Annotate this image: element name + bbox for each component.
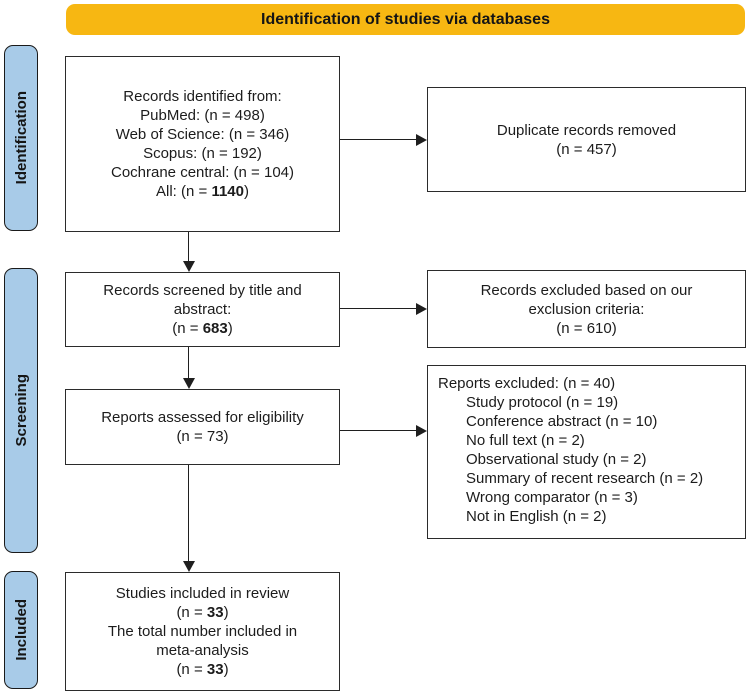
- text-line: (n = 33): [176, 603, 228, 622]
- text-line: Observational study (n = 2): [438, 450, 739, 469]
- box-reports-excluded: Reports excluded: (n = 40) Study protocol…: [427, 365, 746, 539]
- text-segment: Records excluded based on our: [480, 281, 693, 299]
- text-segment: 1140: [211, 183, 244, 200]
- arrow-line: [340, 430, 418, 431]
- text-segment: Cochrane central: (n = 104): [110, 164, 295, 181]
- text-line: Scopus: (n = 192): [143, 144, 262, 163]
- text-line: Wrong comparator (n = 3): [438, 488, 739, 507]
- text-segment: PubMed: (n = 498): [140, 107, 265, 124]
- stage-label-screening-text: Screening: [12, 374, 30, 447]
- box-duplicates-removed: Duplicate records removed(n = 457): [427, 87, 746, 192]
- text-segment: ): [227, 320, 233, 337]
- text-segment: meta-analysis: [156, 642, 249, 659]
- text-segment: exclusion criteria:: [528, 300, 645, 318]
- box-reports-assessed: Reports assessed for eligibility (n = 73): [65, 389, 340, 465]
- text-segment: Duplicate records removed: [496, 121, 677, 139]
- arrowhead-right-icon: [416, 134, 427, 146]
- arrowhead-down-icon: [183, 561, 195, 572]
- text-line: Reports excluded: (n = 40): [438, 374, 739, 393]
- text-segment: Observational study (n = 2): [466, 451, 647, 468]
- text-segment: Studies included in review: [115, 585, 290, 602]
- header-banner: Identification of studies via databases: [66, 4, 745, 35]
- box-studies-included: Studies included in review(n = 33)The to…: [65, 572, 340, 691]
- text-segment: Scopus: (n = 192): [143, 145, 262, 162]
- arrowhead-down-icon: [183, 378, 195, 389]
- text-segment: Records screened by title and: [103, 282, 302, 299]
- text-line: Conference abstract (n = 10): [438, 412, 739, 431]
- text-line: Study protocol (n = 19): [438, 393, 739, 412]
- arrowhead-right-icon: [416, 303, 427, 315]
- text-line: Cochrane central: (n = 104): [111, 163, 294, 182]
- text-line: (n = 33): [176, 660, 228, 679]
- text-line: Records screened by title and: [103, 281, 301, 300]
- text-segment: abstract:: [173, 301, 232, 318]
- arrow-line: [340, 139, 418, 140]
- stage-label-included: Included: [4, 571, 38, 689]
- text-line: No full text (n = 2): [438, 431, 739, 450]
- text-segment: Summary of recent research (n = 2): [466, 470, 704, 487]
- text-segment: (n =: [172, 320, 203, 337]
- text-line: PubMed: (n = 498): [140, 106, 265, 125]
- text-segment: Web of Science: (n = 346): [115, 126, 290, 143]
- text-segment: ): [223, 661, 229, 678]
- text-line: Records identified from:: [123, 87, 281, 106]
- arrow-line: [188, 347, 189, 381]
- stage-label-included-text: Included: [12, 599, 30, 661]
- text-segment: Records identified from:: [123, 88, 282, 105]
- arrowhead-right-icon: [416, 425, 427, 437]
- text-segment: Conference abstract (n = 10): [466, 413, 658, 430]
- text-segment: (n = 73): [176, 428, 229, 445]
- box-records-identified: Records identified from: PubMed: (n = 498…: [65, 56, 340, 232]
- stage-label-screening: Screening: [4, 268, 38, 553]
- text-line: (n = 683): [172, 319, 232, 338]
- text-line: exclusion criteria:: [529, 300, 645, 319]
- text-segment: No full text (n = 2): [466, 432, 585, 449]
- text-segment: ): [243, 183, 249, 200]
- header-title: Identification of studies via databases: [261, 10, 550, 28]
- arrow-line: [340, 308, 418, 309]
- arrow-line: [188, 465, 189, 564]
- text-line: Records excluded based on our: [481, 281, 693, 300]
- text-line: (n = 610): [556, 319, 616, 338]
- stage-label-identification-text: Identification: [12, 91, 30, 185]
- arrowhead-down-icon: [183, 261, 195, 272]
- text-line: (n = 73): [176, 427, 228, 446]
- text-segment: 683: [202, 320, 228, 337]
- text-segment: (n =: [176, 661, 207, 678]
- text-segment: All: (n =: [156, 183, 212, 200]
- text-line: meta-analysis: [156, 641, 249, 660]
- text-line: abstract:: [174, 300, 232, 319]
- text-segment: Study protocol (n = 19): [466, 394, 619, 411]
- text-segment: 33: [206, 661, 224, 678]
- text-line: Studies included in review: [116, 584, 289, 603]
- text-segment: ): [223, 604, 229, 621]
- stage-label-identification: Identification: [4, 45, 38, 231]
- text-segment: The total number included in: [107, 623, 298, 640]
- text-segment: (n = 610): [556, 319, 617, 337]
- text-line: All: (n = 1140): [156, 182, 249, 201]
- text-line: The total number included in: [108, 622, 297, 641]
- arrow-line: [188, 232, 189, 264]
- text-segment: Reports assessed for eligibility: [101, 409, 304, 426]
- text-segment: Not in English (n = 2): [466, 508, 607, 525]
- text-line: Summary of recent research (n = 2): [438, 469, 739, 488]
- text-segment: (n = 457): [556, 140, 617, 158]
- text-segment: 33: [206, 604, 224, 621]
- text-segment: (n =: [176, 604, 207, 621]
- text-line: Duplicate records removed: [497, 121, 676, 140]
- text-segment: Reports excluded: (n = 40): [438, 375, 616, 392]
- text-line: Not in English (n = 2): [438, 507, 739, 526]
- text-line: Web of Science: (n = 346): [116, 125, 290, 144]
- text-line: Reports assessed for eligibility: [101, 408, 304, 427]
- text-segment: Wrong comparator (n = 3): [466, 489, 638, 506]
- text-line: (n = 457): [556, 140, 616, 159]
